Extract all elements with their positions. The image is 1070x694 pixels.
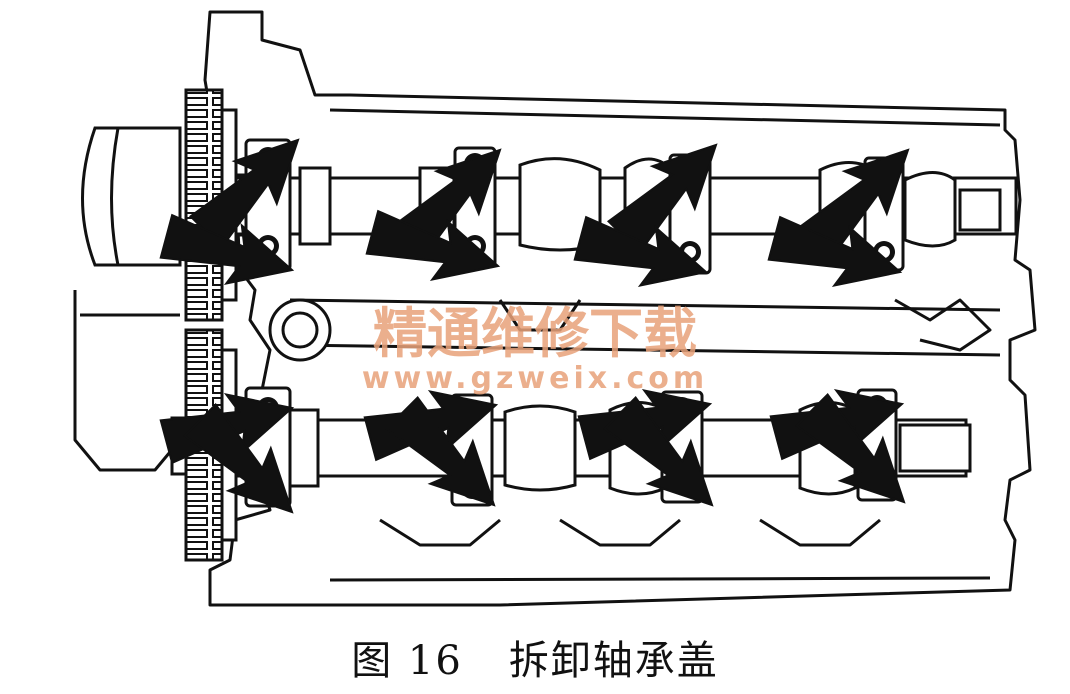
pointer-arrow-icon	[602, 395, 714, 507]
pointer-arrow-icon	[365, 209, 501, 281]
figure-caption: 图 16 拆卸轴承盖	[0, 628, 1070, 686]
watermark: 精通维修下载 www.gzweix.com	[362, 302, 708, 396]
watermark-url: www.gzweix.com	[362, 361, 708, 396]
pointer-arrow-icon	[794, 392, 906, 504]
pointer-arrow-icon	[384, 395, 496, 507]
figure-number: 图 16	[351, 638, 463, 684]
pointer-arrow-icon	[573, 215, 709, 287]
figure-title: 拆卸轴承盖	[508, 638, 719, 684]
spark-plug-well	[268, 298, 332, 362]
pointer-arrow-icon	[182, 402, 294, 514]
arrow-group	[159, 138, 910, 514]
cylinder-head-outline	[73, 10, 1037, 607]
watermark-text-cn: 精通维修下载	[373, 302, 697, 365]
pointer-arrow-icon	[767, 215, 903, 287]
sprocket-hub	[81, 126, 182, 267]
pointer-arrow-icon	[159, 213, 295, 285]
